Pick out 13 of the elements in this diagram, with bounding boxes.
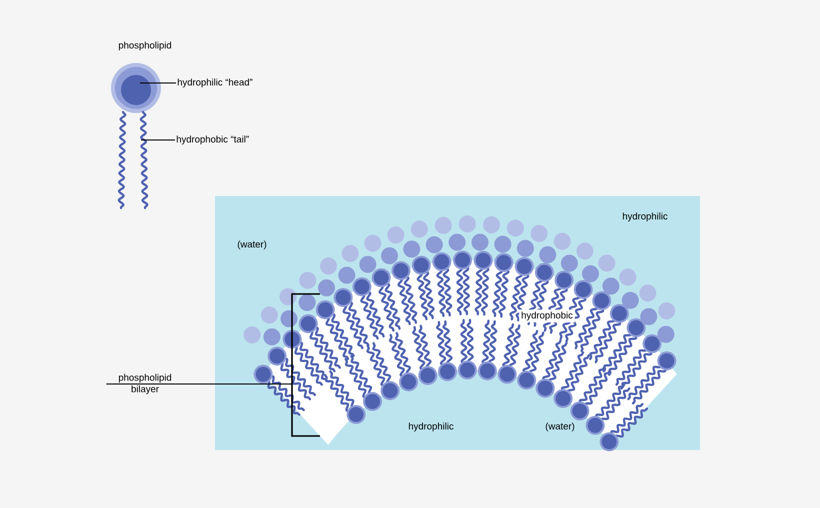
tail-drawing (118, 110, 148, 210)
region-label: hydrophilic (622, 212, 668, 222)
bracket (291, 293, 320, 437)
region-label: phospholipid (118, 42, 172, 50)
region-label: (water) (546, 422, 574, 432)
region-label: hydrophobic (519, 310, 575, 322)
callout-text: hydrophobic “tail” (176, 136, 249, 144)
region-label: hydrophilic (408, 422, 454, 432)
callout-text: hydrophilic “head” (178, 78, 252, 88)
callout-text: phospholipid bilayer (118, 374, 172, 394)
leader-line (140, 82, 176, 84)
head-drawing (111, 63, 161, 113)
region-label: (water) (238, 240, 266, 250)
